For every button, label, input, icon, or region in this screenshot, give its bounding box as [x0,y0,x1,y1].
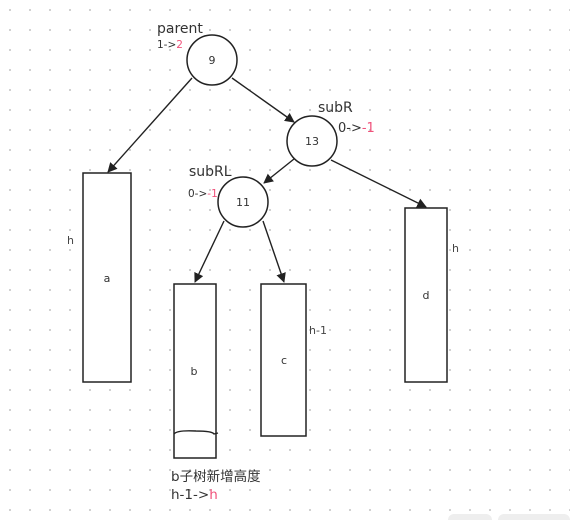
edge-subR-to-subRL [263,158,295,184]
subtree-a-height: h [67,234,74,247]
note-line2-prefix: h-1-> [171,487,210,503]
subtree-d-height: h [452,242,459,255]
node-subRL-value: 11 [236,196,250,209]
subtree-a: a [82,172,132,383]
subtree-c-label: c [281,354,287,367]
subRL-bf-from: 0-> [188,188,208,200]
subRL-label: subRL [189,164,232,180]
node-subR-value: 13 [305,135,319,148]
edge-subR-to-d [330,159,427,208]
note-line2-value: h [209,487,218,503]
edge-parent-to-a [107,77,193,173]
parent-bf-from: 1-> [157,39,177,51]
subtree-d: d [404,207,448,383]
parent-bf-to: 2 [176,39,183,51]
subRL-bf-to: -1 [207,188,218,200]
edge-parent-to-subR [231,77,295,123]
edge-subRL-to-b [194,220,225,283]
parent-balance-factor: 1->2 [157,39,183,51]
corner-tab-left [448,514,492,520]
node-parent: 9 [186,34,238,86]
subR-bf-from: 0-> [338,121,362,136]
subtree-c: c [260,283,307,437]
subR-balance-factor: 0->-1 [338,121,375,136]
node-subRL: 11 [217,176,269,228]
subtree-a-label: a [104,272,111,285]
subRL-balance-factor: 0->-1 [188,188,218,200]
corner-tab-right [498,514,570,520]
node-parent-value: 9 [209,54,216,67]
note-line2: h-1->h [171,487,218,503]
note-line1: b子树新增高度 [171,469,261,485]
parent-label: parent [157,21,203,37]
subR-bf-to: -1 [361,121,375,136]
edge-subRL-to-c [262,220,286,283]
subtree-b-label: b [191,365,198,378]
subtree-d-label: d [423,289,430,302]
subtree-c-height: h-1 [309,324,327,337]
subR-label: subR [318,100,353,116]
node-subR: 13 [286,115,338,167]
subtree-b: b [173,283,219,459]
subtree-b-growth-mark [173,430,219,435]
